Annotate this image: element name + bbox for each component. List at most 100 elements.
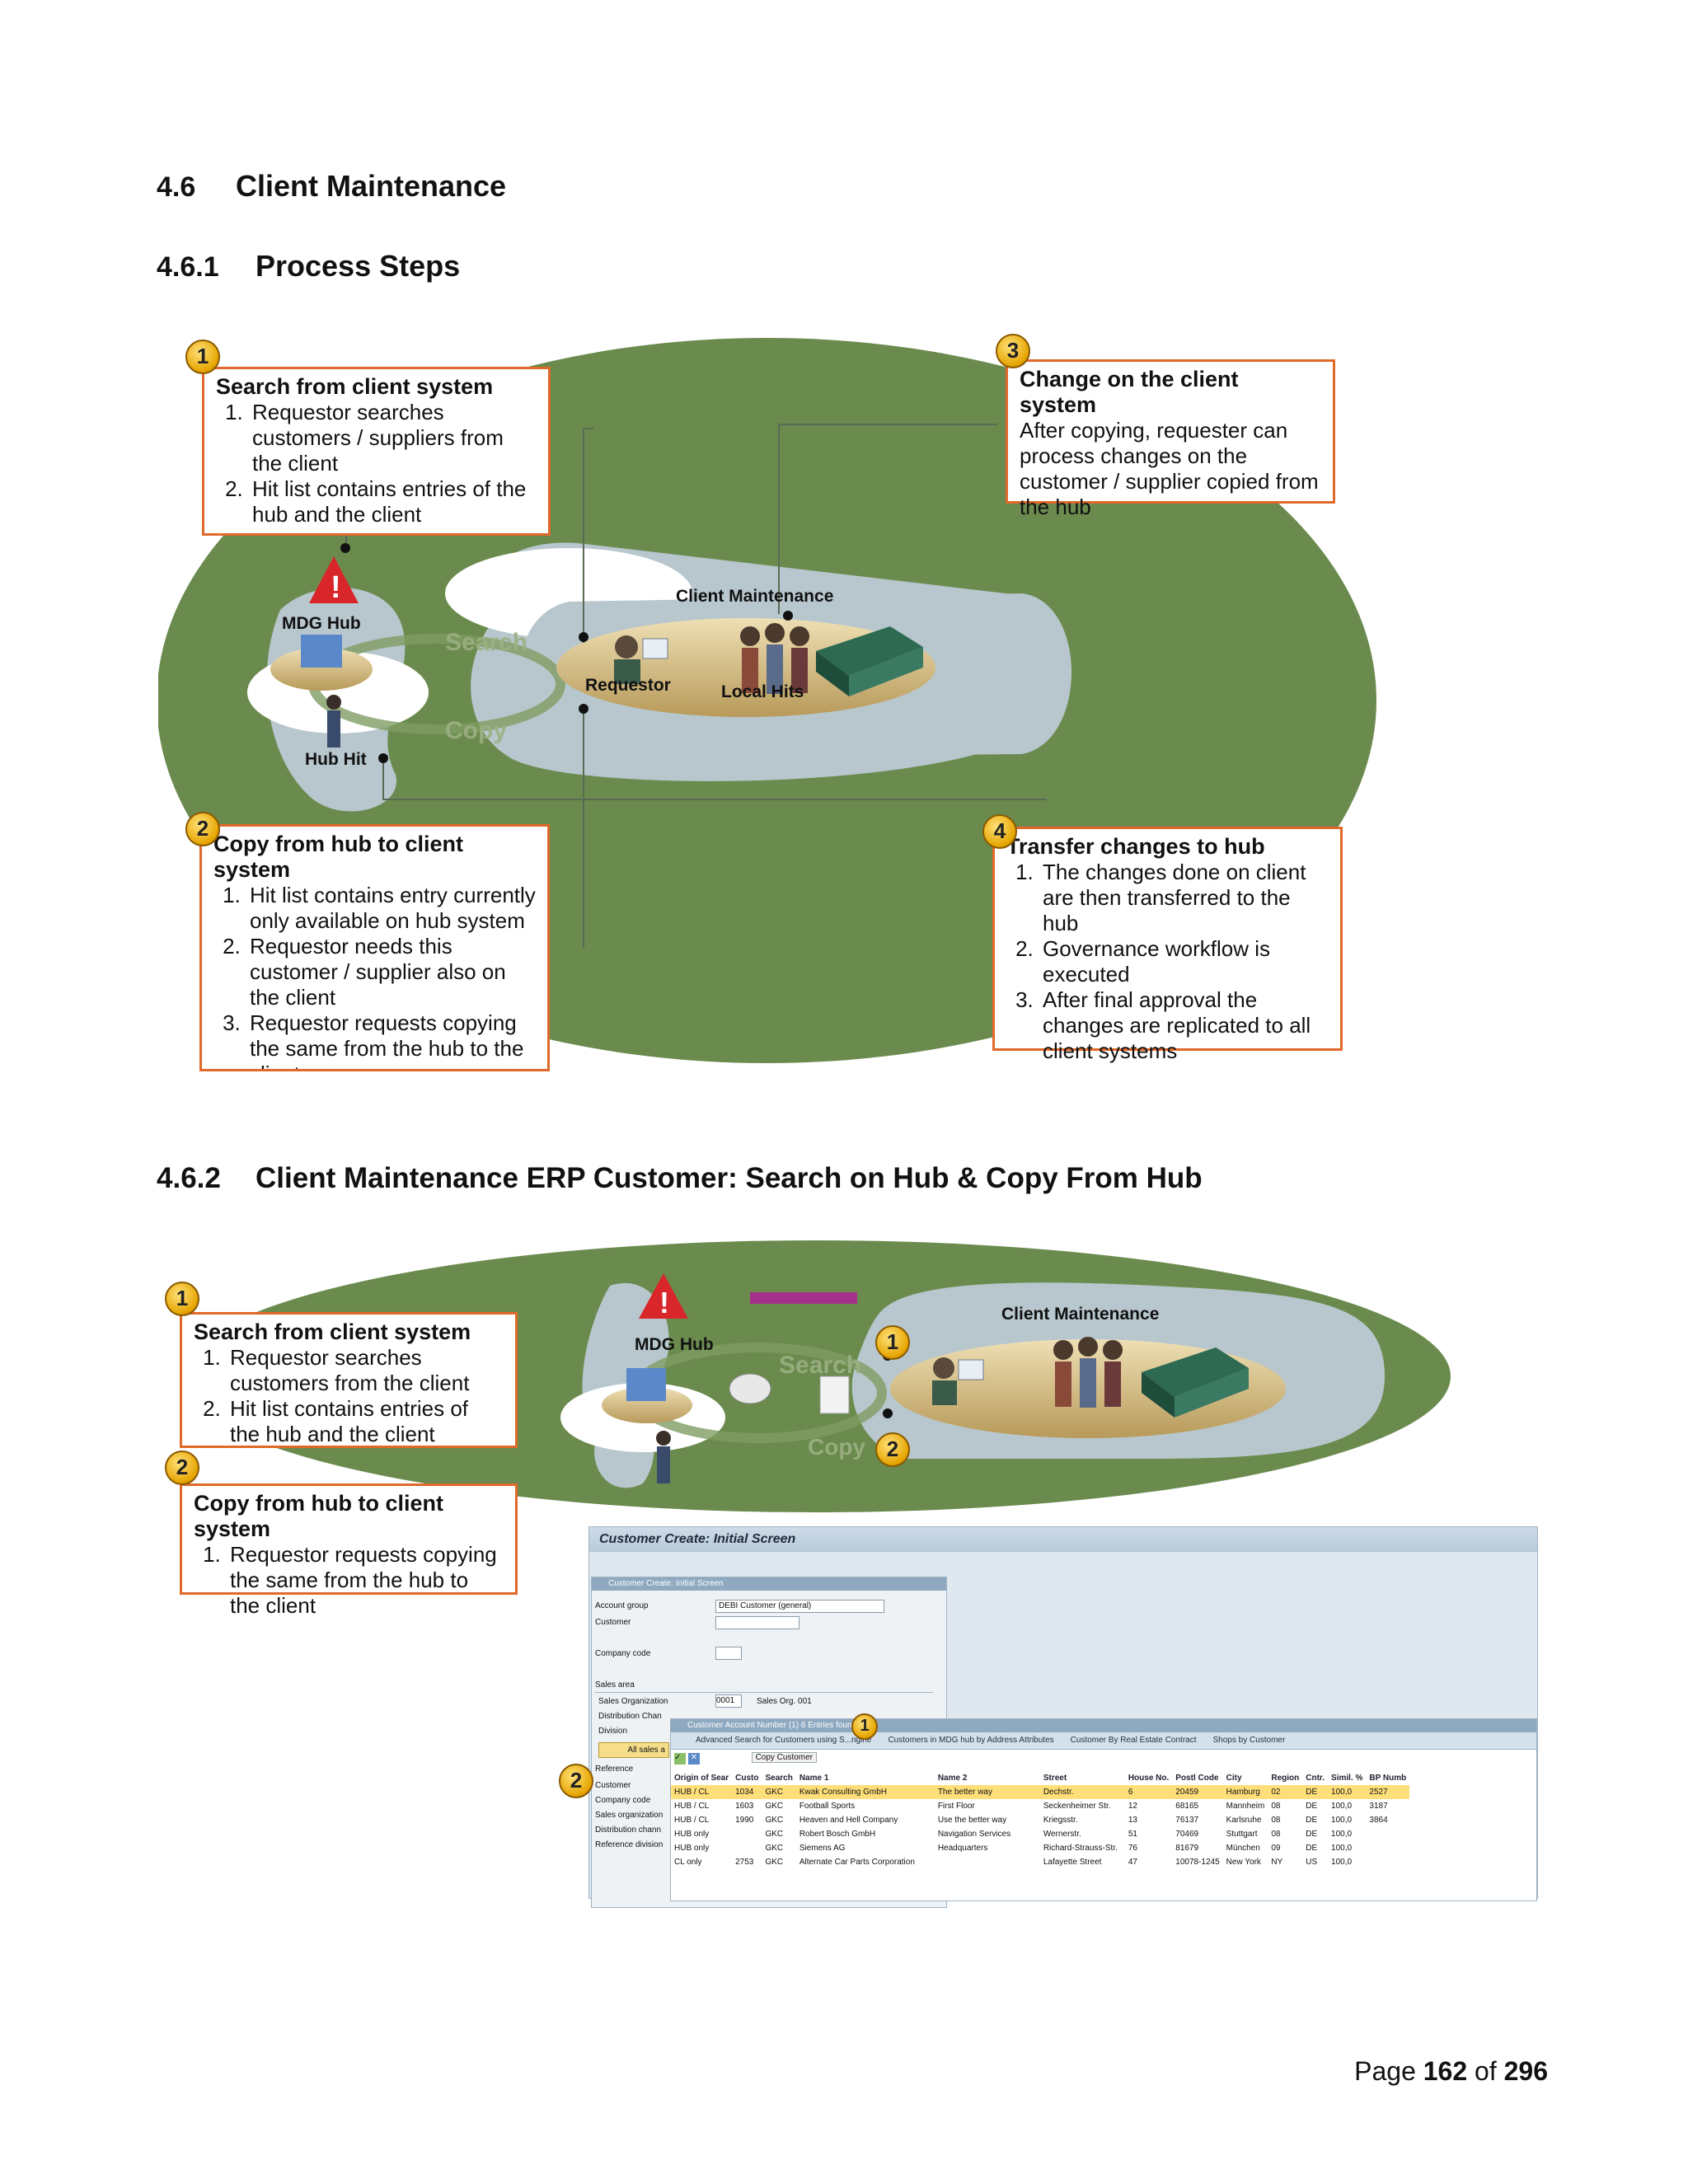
sales-org-text: Sales Org. 001 <box>757 1697 812 1706</box>
column-header[interactable]: Simil. % <box>1331 1774 1363 1783</box>
tab-shops[interactable]: Shops by Customer <box>1212 1736 1286 1745</box>
column-header[interactable]: BP Numb <box>1369 1774 1407 1783</box>
step2-list-b: Requestor requests copying the same from… <box>194 1542 504 1619</box>
tab-mdg-hub[interactable]: Customers in MDG hub by Address Attribut… <box>888 1736 1054 1745</box>
total-pages: 296 <box>1503 2056 1548 2086</box>
connector-dot <box>378 753 388 763</box>
step2-title: Copy from hub to client system <box>213 832 463 882</box>
table-cell: GKC <box>765 1858 784 1867</box>
document-icon <box>819 1376 850 1414</box>
ref-label: Customer <box>595 1781 631 1790</box>
table-cell: 76137 <box>1175 1816 1199 1825</box>
diagram2-marker-1: 1 <box>875 1325 910 1360</box>
connector-dot <box>883 1408 893 1418</box>
step2-callout: Copy from hub to client system Hit list … <box>199 824 550 1071</box>
connector-dot <box>579 632 588 642</box>
copy-from-hub-diagram: ! Search Copy Client Maintenance MDG Hub… <box>165 1236 1538 1929</box>
column-header[interactable]: Street <box>1043 1774 1067 1783</box>
sales-org-input[interactable]: 0001 <box>715 1694 742 1708</box>
column-header[interactable]: Postl Code <box>1175 1774 1219 1783</box>
section-number: 4.6 <box>157 171 196 203</box>
table-cell: 13 <box>1128 1816 1137 1825</box>
column-header[interactable]: Region <box>1271 1774 1300 1783</box>
table-cell: GKC <box>765 1802 784 1811</box>
step4-list: The changes done on client are then tran… <box>1006 860 1329 1064</box>
hub-pad <box>270 648 373 691</box>
table-cell: New York <box>1226 1858 1261 1867</box>
column-header[interactable]: Name 2 <box>937 1774 968 1783</box>
diagram2-marker-2: 2 <box>875 1432 910 1467</box>
account-group-select[interactable]: DEBI Customer (general) <box>715 1600 884 1613</box>
customer-input[interactable] <box>715 1616 799 1629</box>
step2-badge-b: 2 <box>165 1451 199 1485</box>
table-cell: DE <box>1302 1785 1329 1799</box>
step2-title-b: Copy from hub to client system <box>194 1491 443 1541</box>
table-cell: 100,0 <box>1328 1785 1367 1799</box>
list-item: Hit list contains entries of the hub and… <box>227 1396 504 1447</box>
table-cell: 100,0 <box>1331 1816 1353 1825</box>
table-cell: Headquarters <box>937 1844 988 1853</box>
subsection-2-title: Client Maintenance ERP Customer: Search … <box>256 1162 1203 1194</box>
company-code-input[interactable] <box>715 1647 742 1660</box>
connector-dot <box>340 543 350 553</box>
process-steps-diagram: ! Search Copy Client Maintenance MDG Hub… <box>157 330 1376 1071</box>
table-cell <box>1366 1841 1409 1855</box>
table-cell: HUB only <box>674 1830 710 1839</box>
field-label: Company code <box>595 1649 651 1658</box>
table-cell: HUB only <box>674 1844 710 1853</box>
table-cell: 1034 <box>732 1785 762 1799</box>
table-cell <box>1366 1855 1409 1869</box>
table-cell: Navigation Services <box>937 1830 1011 1839</box>
hub-pad <box>602 1387 692 1423</box>
column-header[interactable]: City <box>1226 1774 1242 1783</box>
table-cell: HUB / CL <box>674 1802 710 1811</box>
copy-diagram-graphic: ! <box>181 1240 1451 1512</box>
step3-callout: Change on the client system After copyin… <box>1006 359 1335 519</box>
step2-callout-b: Copy from hub to client system Requestor… <box>180 1483 518 1618</box>
list-item: Requestor searches customers from the cl… <box>227 1345 504 1396</box>
page-footer: Page 162 of 296 <box>1354 2056 1548 2087</box>
list-item: The changes done on client are then tran… <box>1039 860 1329 936</box>
svg-text:!: ! <box>659 1286 669 1319</box>
column-header[interactable]: Custo <box>735 1774 759 1783</box>
step1-list-b: Requestor searches customers from the cl… <box>194 1345 504 1447</box>
column-header[interactable]: House No. <box>1128 1774 1170 1783</box>
sales-area-group: Sales area <box>595 1678 933 1693</box>
column-header[interactable]: Origin of Sear <box>674 1774 729 1783</box>
table-cell: HUB / CL <box>674 1816 710 1825</box>
section-heading: 4.6 Client Maintenance <box>157 169 506 204</box>
hitlist-title: Customer Account Number (1) 6 Entries fo… <box>671 1719 1536 1732</box>
tab-real-estate[interactable]: Customer By Real Estate Contract <box>1070 1736 1197 1745</box>
svg-text:!: ! <box>331 570 341 605</box>
diagram1-requestor-label: Requestor <box>585 676 671 695</box>
list-item: Requestor requests copying the same from… <box>227 1542 504 1619</box>
all-sales-areas-button[interactable]: All sales a <box>598 1742 669 1758</box>
section-title: Client Maintenance <box>236 169 507 203</box>
hitlist-tabs: Advanced Search for Customers using S...… <box>671 1732 1536 1750</box>
hub-server <box>301 635 342 668</box>
sap-marker-2: 2 <box>559 1764 593 1798</box>
column-header[interactable]: Search <box>765 1774 793 1783</box>
column-header[interactable]: Cntr. <box>1306 1774 1325 1783</box>
column-header[interactable]: Name 1 <box>799 1774 829 1783</box>
field-label: Division <box>598 1727 628 1736</box>
list-item: Hit list contains entry currently only a… <box>246 883 536 934</box>
tab-advanced-search[interactable]: Advanced Search for Customers using S...… <box>696 1736 872 1745</box>
check-icon[interactable]: ✓ <box>674 1753 686 1765</box>
step1-title: Search from client system <box>216 374 494 399</box>
table-cell: Robert Bosch GmbH <box>799 1830 876 1839</box>
diagram1-local-hits-label: Local Hits <box>721 682 804 701</box>
table-cell: Stuttgart <box>1226 1830 1258 1839</box>
copy-customer-button[interactable]: Copy Customer <box>751 1752 818 1763</box>
close-icon[interactable]: ✕ <box>687 1753 700 1765</box>
arrow-chevrons <box>750 1292 857 1304</box>
table-cell: 12 <box>1128 1802 1137 1811</box>
step4-title: Transfer changes to hub <box>1006 834 1265 859</box>
